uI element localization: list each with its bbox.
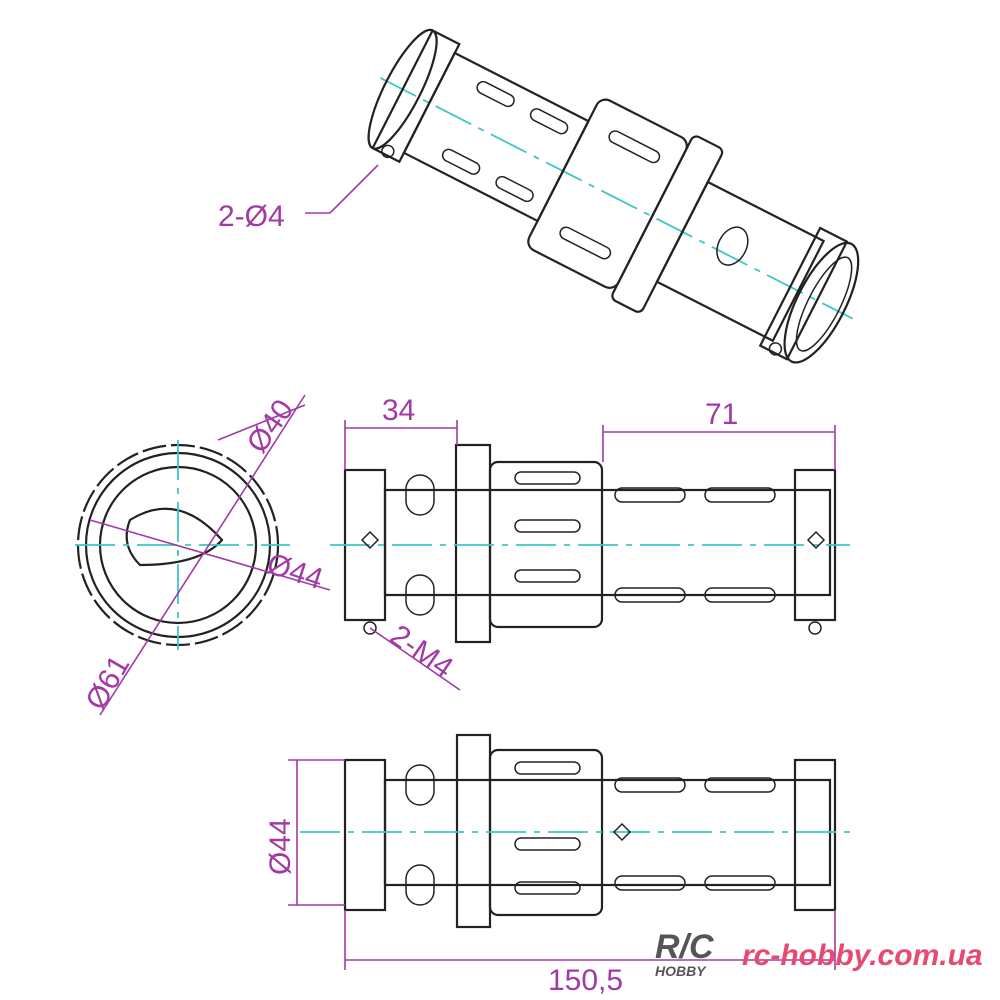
dim-d44-side: Ø44 (264, 818, 297, 875)
logo-site: rc-hobby.com.ua (742, 939, 983, 972)
logo-sub: HOBBY (655, 963, 707, 979)
end-view (75, 394, 331, 716)
side-view (330, 420, 850, 691)
dim-len71: 71 (705, 398, 738, 431)
dim-total-length: 150,5 (548, 964, 623, 997)
dim-holes-iso: 2-Ø4 (218, 200, 285, 233)
dim-d44-end: Ø44 (263, 547, 327, 596)
logo-mark: R/C (655, 928, 714, 966)
brand-logo: R/C HOBBY rc-hobby.com.ua (655, 928, 983, 979)
bottom-view (288, 733, 850, 970)
dim-m4: 2-M4 (384, 619, 459, 685)
dim-d40: Ø40 (241, 394, 301, 459)
isometric-view (367, 28, 860, 364)
dim-len34: 34 (382, 394, 415, 427)
dim-d61: Ø61 (79, 650, 136, 716)
